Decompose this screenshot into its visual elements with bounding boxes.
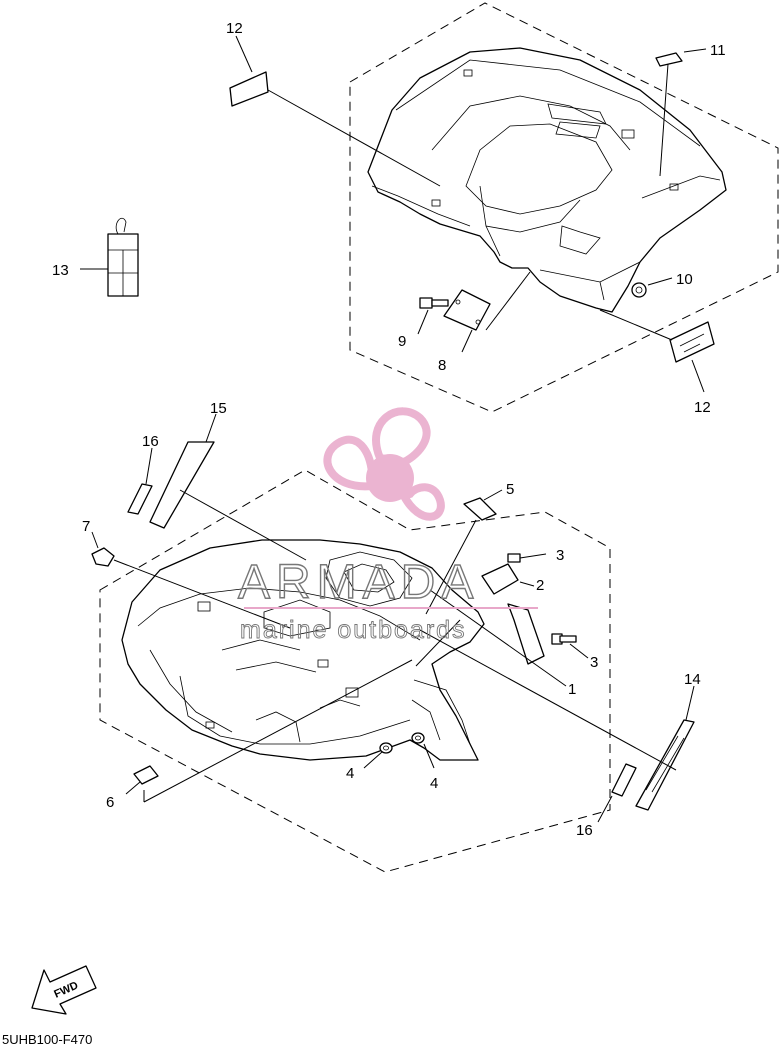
callout-15: 15 [210, 400, 227, 417]
callout-16-right: 16 [576, 822, 593, 839]
part-5-decal [463, 497, 497, 521]
part-3-bolt-lower [551, 633, 589, 659]
callout-9: 9 [398, 333, 406, 350]
watermark-title: ARMADA [238, 556, 479, 609]
part-16-decal-right [611, 763, 637, 797]
callout-13: 13 [52, 262, 69, 279]
part-9-screw [419, 297, 449, 309]
callout-8: 8 [438, 357, 446, 374]
callout-11: 11 [710, 42, 726, 59]
part-3-bolt-upper [507, 553, 547, 563]
callout-16-left: 16 [142, 433, 159, 450]
part-16-decal-left [127, 483, 153, 515]
part-13-tag [107, 217, 139, 297]
callout-12-bottom: 12 [694, 399, 711, 416]
part-12-label-upper [229, 71, 269, 107]
part-8-plate [443, 289, 491, 331]
part-4-grommet-left [379, 742, 393, 754]
watermark-logo [323, 407, 445, 521]
callout-3-upper: 3 [556, 547, 564, 564]
front-assembly-boundary [99, 469, 611, 873]
callout-5: 5 [506, 481, 514, 498]
callout-6: 6 [106, 794, 114, 811]
part-7-emblem [91, 547, 115, 567]
diagram-code: 5UHB100-F470 [2, 1032, 92, 1047]
part-1-panel [507, 603, 545, 665]
part-2-bracket [481, 563, 519, 595]
forward-arrow-icon: FWD [31, 965, 97, 1015]
part-4-grommet-right [411, 732, 425, 744]
rear-fender [367, 47, 727, 313]
part-11-label [655, 52, 683, 67]
watermark-subtitle: marine outboards [240, 616, 467, 644]
callout-1: 1 [568, 681, 576, 698]
front-fender [121, 539, 485, 761]
part-6-decal [133, 765, 159, 785]
part-10-grommet [631, 282, 647, 298]
part-15-decal [149, 441, 215, 529]
rear-assembly-boundary [349, 2, 779, 413]
callout-3-lower: 3 [590, 654, 598, 671]
callout-2: 2 [536, 577, 544, 594]
callout-10: 10 [676, 271, 693, 288]
part-14-decal [635, 719, 695, 811]
callout-7: 7 [82, 518, 90, 535]
callout-14: 14 [684, 671, 701, 688]
callout-12-top: 12 [226, 20, 243, 37]
callout-4-left: 4 [346, 765, 354, 782]
callout-4-right: 4 [430, 775, 438, 792]
part-12-emblem-4x4 [669, 321, 715, 363]
